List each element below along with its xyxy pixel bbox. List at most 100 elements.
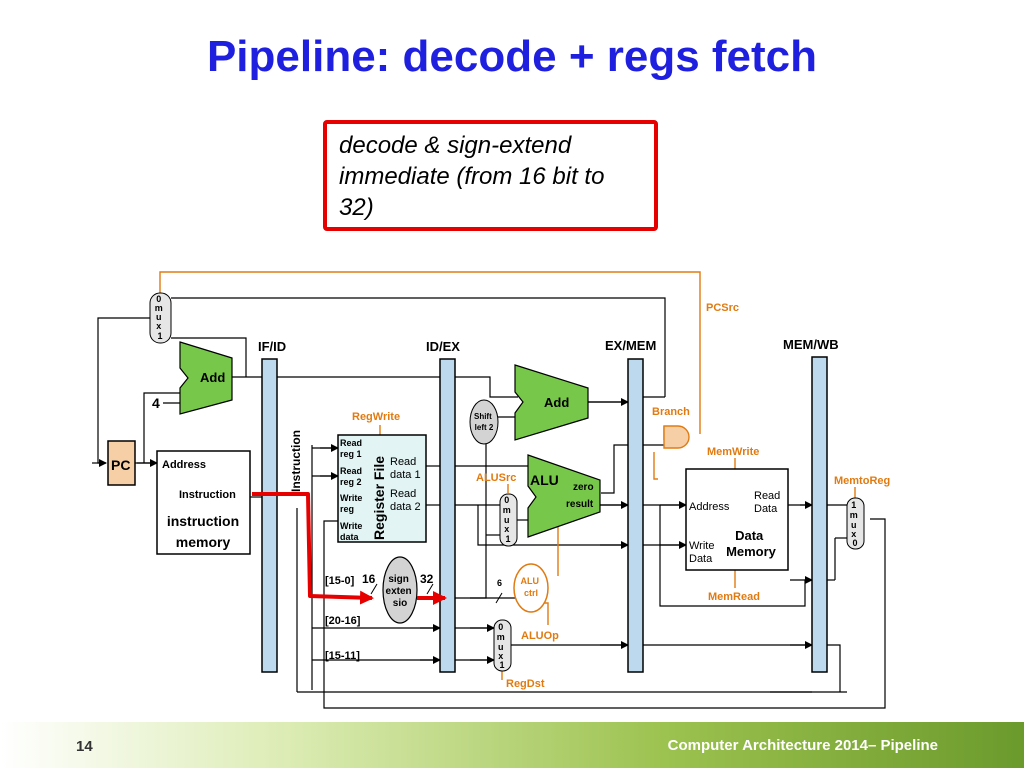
shift-l2: left 2 bbox=[475, 423, 494, 432]
regdst-label: RegDst bbox=[506, 678, 545, 690]
execute-stage: Shift left 2 Add 0 m u x 1 ALU zero resu… bbox=[469, 364, 601, 672]
rf-read-reg2-l1: Read bbox=[340, 466, 362, 476]
alu-result-label: result bbox=[566, 499, 594, 510]
svg-text:Shift left 2: Shift left 2 bbox=[474, 412, 494, 432]
callout-box: decode & sign-extend immediate (from 16 … bbox=[323, 120, 658, 231]
ex-mem-register bbox=[627, 358, 644, 673]
svg-text:1 m u x: 1 m u x 0 bbox=[850, 500, 861, 548]
rf-read-data1-l1: Read bbox=[390, 456, 416, 468]
control-signal-labels: PCSrc RegWrite Branch MemWrite ALUSrc Me… bbox=[352, 302, 890, 690]
svg-text:ALU ctrl: ALU ctrl bbox=[520, 576, 541, 598]
ex-mem-label: EX/MEM bbox=[605, 338, 656, 353]
svg-text:0 m u x: 0 m u x 1 bbox=[155, 294, 166, 341]
branch-label: Branch bbox=[652, 406, 690, 418]
alu-ctrl-l2: ctrl bbox=[524, 588, 538, 598]
regwrite-label: RegWrite bbox=[352, 411, 400, 423]
im-instruction-port: Instruction bbox=[179, 489, 236, 501]
branch-adder-label: Add bbox=[544, 395, 569, 410]
im-address-port: Address bbox=[162, 459, 206, 471]
if-id-register bbox=[261, 358, 278, 673]
wb-mux-text-1: m bbox=[850, 510, 858, 520]
pc-adder bbox=[179, 341, 233, 415]
rf-write-data-l1: Write bbox=[340, 521, 362, 531]
rf-write-data-l2: data bbox=[340, 532, 360, 542]
if-id-label: IF/ID bbox=[258, 339, 286, 354]
regdst-mux-text-2: u bbox=[498, 642, 504, 652]
dm-address-port: Address bbox=[689, 501, 730, 513]
rf-read-reg1-l2: reg 1 bbox=[340, 449, 362, 459]
rf-write-reg-l1: Write bbox=[340, 493, 362, 503]
sign-extend-unit bbox=[382, 556, 418, 624]
wb-mux-text-3: x bbox=[851, 529, 856, 539]
svg-text:0 m u x: 0 m u x 1 bbox=[503, 495, 514, 544]
rf-read-reg2-l2: reg 2 bbox=[340, 477, 362, 487]
mem-wb-label: MEM/WB bbox=[783, 337, 839, 352]
alusrc-label: ALUSrc bbox=[476, 472, 516, 484]
aluop-label: ALUOp bbox=[521, 630, 559, 642]
svg-text:Read reg 1 Read: Read reg 1 Read reg 2 Write reg Write da… bbox=[340, 438, 365, 542]
regdst-mux-text-3: x bbox=[498, 651, 503, 661]
sign-extend-l2: exten bbox=[386, 586, 412, 597]
pcsrc-mux-text-0: 0 bbox=[156, 294, 161, 304]
alusrc-mux-text-0: 0 bbox=[504, 495, 509, 505]
sign-extend-l3: sio bbox=[393, 598, 407, 609]
id-ex-label: ID/EX bbox=[426, 339, 460, 354]
rf-write-reg-l2: reg bbox=[340, 504, 354, 514]
memread-label: MemRead bbox=[708, 591, 760, 603]
branch-adder bbox=[514, 364, 589, 441]
shift-l1: Shift bbox=[474, 412, 492, 421]
control-wires bbox=[159, 271, 856, 680]
immediate-highlight-path bbox=[252, 492, 447, 605]
memory-stage: Address Read Data Write Data Data Memory bbox=[663, 425, 789, 571]
shift-left-2 bbox=[469, 399, 499, 445]
register-file-label: Register File bbox=[371, 456, 387, 540]
regdst-mux bbox=[493, 619, 512, 672]
dm-write-data-l2: Data bbox=[689, 553, 713, 565]
alu-control bbox=[513, 563, 549, 613]
id-ex-register bbox=[439, 358, 456, 673]
footer-bar: 14 Computer Architecture 2014– Pipeline bbox=[0, 722, 1024, 768]
svg-text:Read Data Write: Read Data Write Data bbox=[689, 490, 783, 565]
footer-text: Computer Architecture 2014– Pipeline bbox=[667, 737, 938, 754]
register-file bbox=[337, 434, 427, 543]
alusrc-mux-text-3: x bbox=[504, 524, 509, 534]
alusrc-mux-text-4: 1 bbox=[505, 534, 510, 544]
constant-four: 4 bbox=[152, 395, 160, 411]
pcsrc-mux-text-2: u bbox=[156, 312, 162, 322]
sign-extend-l1: sign bbox=[388, 574, 409, 585]
pcsrc-mux bbox=[149, 292, 172, 344]
alu bbox=[527, 454, 601, 538]
regdst-mux-text-1: m bbox=[497, 632, 505, 642]
memwrite-label: MemWrite bbox=[707, 446, 759, 458]
field-15-0: [15-0] bbox=[325, 575, 355, 587]
wb-mux-text-4: 0 bbox=[852, 538, 857, 548]
writeback-stage: 1 m u x 0 bbox=[846, 497, 865, 550]
sign-extend-in-width: 16 bbox=[362, 572, 376, 586]
rf-read-reg1-l1: Read bbox=[340, 438, 362, 448]
pc-register bbox=[107, 440, 136, 486]
dm-read-data-l1: Read bbox=[754, 490, 780, 502]
alu-zero-label: zero bbox=[573, 482, 594, 493]
im-name-line1: instruction bbox=[167, 513, 239, 529]
funct-width: 6 bbox=[497, 578, 502, 588]
dm-read-data-l2: Data bbox=[754, 503, 778, 515]
pcsrc-mux-text-4: 1 bbox=[157, 331, 162, 341]
memtoreg-label: MemtoReg bbox=[834, 475, 890, 487]
alusrc-mux-text-2: u bbox=[504, 515, 510, 525]
alusrc-mux-text-1: m bbox=[503, 505, 511, 515]
wire-arrows bbox=[92, 398, 813, 693]
decode-stage: Instruction Register File Read reg 1 Rea… bbox=[289, 430, 434, 662]
mem-wb-register bbox=[811, 356, 828, 673]
rf-read-data1-l2: data 1 bbox=[390, 469, 421, 481]
rf-read-data2-l1: Read bbox=[390, 488, 416, 500]
pc-label: PC bbox=[111, 457, 130, 473]
regdst-mux-text-0: 0 bbox=[498, 622, 503, 632]
field-15-11: [15-11] bbox=[325, 650, 360, 662]
memtoreg-mux bbox=[846, 497, 865, 550]
field-20-16: [20-16] bbox=[325, 615, 361, 627]
dm-name-l2: Memory bbox=[726, 544, 777, 559]
pcsrc-mux-text-3: x bbox=[156, 321, 161, 331]
pcsrc-mux-text-1: m bbox=[155, 303, 163, 313]
alu-label: ALU bbox=[530, 472, 559, 488]
svg-text:sign exten sio: sign exten sio bbox=[386, 574, 415, 609]
